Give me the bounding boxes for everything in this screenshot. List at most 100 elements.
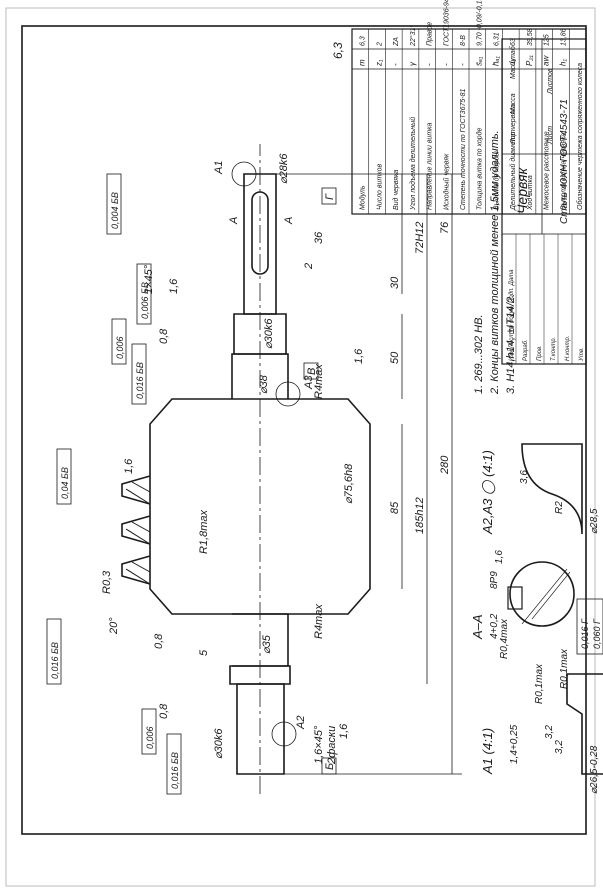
title-block: Червяк Сталь 40ХН ГОСТ4543-71 Лит. Масса… [501, 38, 587, 365]
tb-mass: Масса [510, 93, 517, 114]
param-sym: h₁ [558, 59, 567, 66]
thread-body [149, 398, 371, 615]
note-1: 1. 269...302 НВ. [473, 315, 485, 395]
material: Сталь 40ХН ГОСТ4543-71 [559, 99, 570, 224]
outer-frame [5, 7, 596, 887]
tol-5: 0,016 БВ [135, 362, 145, 399]
param-sym: - [441, 63, 450, 66]
param-val: 22°31' [409, 26, 417, 47]
dim-30: 30 [389, 276, 401, 289]
dim-chamfer-left-2: 2фаски [326, 726, 338, 765]
tol-10: 0,060 Г [592, 618, 602, 649]
callout-a3: А3 [303, 375, 315, 390]
ra-16-b: 1,6 [123, 458, 135, 474]
ra-08-b: 0,8 [153, 633, 165, 649]
thread-teeth [121, 475, 151, 585]
aa-radius: R0,4max [499, 618, 510, 659]
a1-radius-1: R0,1max [534, 663, 545, 704]
ra-16-a: 1,6 [338, 723, 350, 739]
ra-16-c: 1,6 [353, 348, 365, 364]
param-label: Модуль [359, 185, 367, 210]
param-val: 39,58 [527, 28, 534, 46]
dim-72h12: 72H12 [414, 222, 426, 254]
param-sym: - [425, 63, 434, 66]
param-label: Направление линии витка [427, 123, 434, 210]
dim-d35: ⌀35 [261, 634, 273, 654]
dimension-texts: 280 185h12 85 50 72H12 76 36 30 5 2 ⌀30k… [101, 153, 451, 765]
detail-a2-a3: А2,А3 ◯ (4:1) 3,6 R2 ⌀28,5 [480, 443, 600, 535]
tb-sheet: Лист [547, 126, 554, 145]
param-sym: h̄ₐ₁ [491, 56, 500, 66]
aa-dim-1: 4+0,2 [489, 613, 500, 639]
dim-76: 76 [439, 221, 451, 234]
tolerance-frames: 0,016 БВ 0,006 0,016 БВ 0,04 БВ 0,016 БВ… [46, 173, 182, 795]
dim-85: 85 [389, 501, 401, 514]
dim-chamfer-left: 1,6×45° [313, 725, 325, 764]
param-val: 63 [510, 38, 517, 46]
dim-2: 2 [303, 263, 315, 270]
datum-v: В [306, 368, 318, 375]
param-label: Обозначение чертежа сопряженного колеса [576, 63, 584, 210]
param-label: Межосевое расстояние [544, 131, 551, 210]
dim-d28k6: ⌀28k6 [278, 153, 290, 184]
tol-1: 0,016 БВ [50, 642, 60, 679]
tb-row-label: Изм Лист № докум. Подп. Дата [508, 269, 515, 361]
tol-7: 0,006 БВ [140, 282, 150, 319]
dim-d30k6-left: ⌀30k6 [213, 728, 225, 759]
param-val: 9,70 -0,09/-0,13 [477, 0, 484, 46]
datum-g: Г [324, 193, 336, 200]
thread-section [121, 475, 151, 585]
note-2: 2. Концы витков толщиной менее 1,5мм уда… [489, 130, 501, 395]
right-journal [233, 313, 287, 355]
datum-b: Б [324, 763, 336, 770]
param-sym: aw [542, 55, 551, 66]
param-val: 125 [544, 34, 551, 46]
param-label: Ход витка [526, 175, 534, 211]
dim-angle-20: 20° [108, 617, 120, 635]
param-label: Высота до хорды [492, 150, 500, 210]
dim-r4-left: R4max [313, 604, 325, 639]
section-aa-title: А–А [470, 614, 485, 640]
dim-d38: ⌀38 [258, 374, 270, 394]
dim-36: 36 [313, 231, 325, 244]
param-label: Исходный червяк [442, 153, 450, 210]
drawing-frame [21, 25, 587, 835]
dim-d30k6-right: ⌀30k6 [263, 318, 275, 349]
param-label: Толщина витка по хорде [476, 127, 484, 210]
part-name: Червяк [514, 167, 530, 214]
tb-row-label: Т.контр. [551, 337, 557, 361]
param-label: Число витков [376, 164, 383, 210]
param-val: 6,31 [493, 32, 500, 46]
param-sym: s̄ₐ₁ [475, 56, 484, 66]
param-sym: - [391, 63, 400, 66]
detail-a1-title: А1 (4:1) [480, 728, 495, 775]
a1-dim-2: 3,2 [544, 725, 555, 739]
section-a-bottom: А [283, 217, 295, 225]
a23-radius: R2 [554, 501, 565, 514]
tb-lit: Лит. [510, 128, 517, 145]
tol-9: 0,016 Г [580, 618, 590, 649]
callout-a2: А2 [295, 716, 307, 730]
param-label: Степень точности по ГОСТ3675-81 [460, 89, 467, 210]
dim-r03: R0,3 [101, 570, 113, 594]
param-val: 2 [376, 42, 383, 47]
aa-dim-2: 8P9 [489, 571, 500, 589]
param-label: Угол подъема делительный [409, 117, 417, 211]
tb-scale: Масштаб [509, 45, 517, 79]
param-val: 13,86 [560, 28, 567, 46]
section-a-top: А [228, 217, 240, 225]
dim-r18: R1,8max [198, 509, 210, 554]
detail-a1: А1 (4:1) 1,4+0,25 3,2 3,2 R0,1max R0,1ma… [480, 648, 603, 794]
param-sym: m [358, 59, 367, 66]
dim-50: 50 [389, 351, 401, 364]
technical-notes: 1. 269...302 НВ. 2. Концы витков толщино… [473, 130, 517, 395]
param-sym: γ [408, 61, 417, 66]
section-aa: А–А 4+0,2 8P9 R0,4max 1,6 0,016 Г 0,060 … [470, 550, 603, 659]
a23-dim-1: 3,6 [519, 470, 530, 484]
param-val: Правое [427, 22, 434, 46]
a1-dim-3: 3,2 [554, 740, 565, 754]
roughness-mark: 6,3 [331, 42, 345, 59]
note-3: 3. Н14,h14, ±IT14/2. [505, 294, 517, 394]
tol-3: 0,016 БВ [170, 752, 180, 789]
